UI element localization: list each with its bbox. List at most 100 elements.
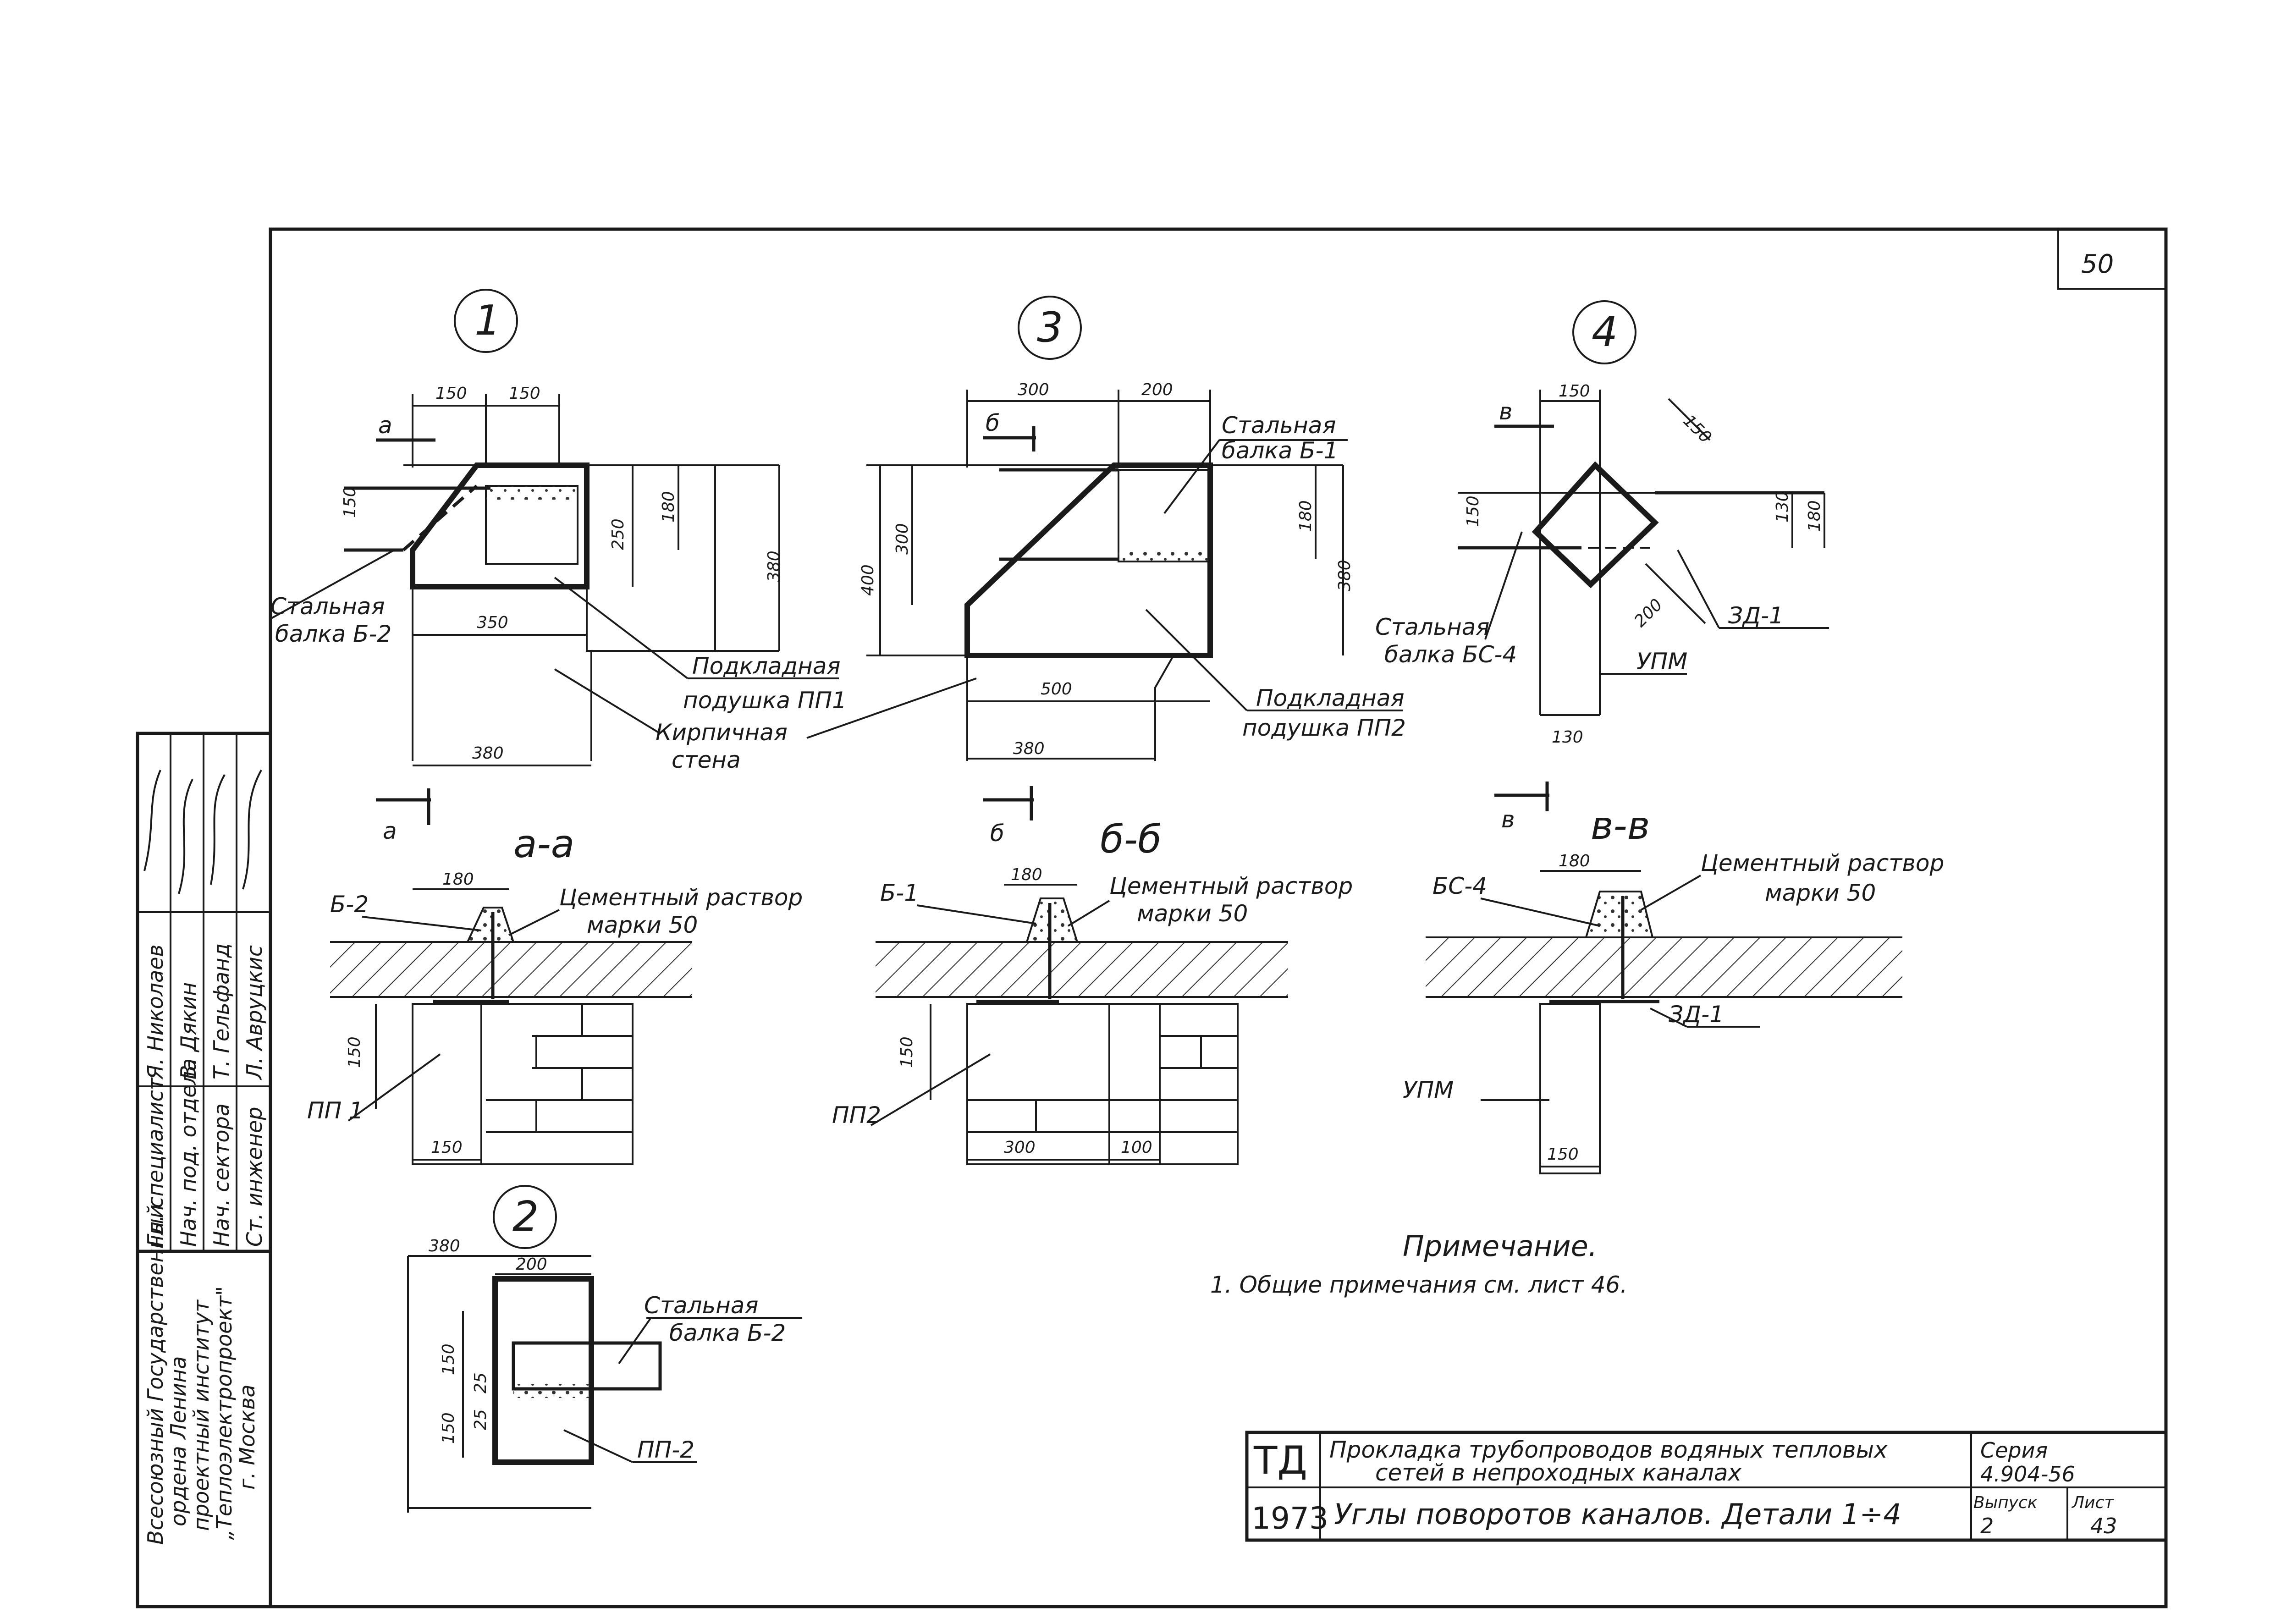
org-line-4: „Теплоэлектропроект" [212,1286,237,1540]
tb-year: 1973 [1251,1501,1328,1536]
tb-issue-label: Выпуск [1973,1493,2038,1512]
tb-issue-value: 2 [1980,1514,1994,1538]
detail-2-marker-circle [493,1185,557,1249]
detail-4-plate-label: ЗД-1 [1728,602,1784,629]
section-vv-dim-top: 180 [1559,852,1590,870]
detail-4-dim-diag2: 200 [1631,595,1666,631]
detail-1-wall-label-2: стена [672,747,741,773]
note-title: Примечание. [1403,1229,1598,1263]
detail-4-marker: 4 [1592,308,1618,356]
section-bb-mortar-1: Цементный раствор [1109,873,1353,899]
detail-2-dim-25b: 25 [471,1409,490,1430]
detail-1-dim-380h: 380 [472,744,504,763]
signature-4 [242,770,262,890]
section-bb-title: б-б [1100,817,1162,862]
detail-1: 1 150 150 а 150 250 180 380 350 [270,289,847,844]
position-1: Гл. специалист [143,1077,168,1247]
detail-3-section-mark-bottom: б [990,820,1004,847]
detail-1-dim-250: 250 [609,518,628,550]
detail-1-beam-label-1: Стальная [270,593,385,620]
name-2: В. Дякин [176,982,201,1079]
detail-3-pad-label-2: подушка ПП2 [1242,715,1406,741]
detail-2-dim-25a: 25 [471,1372,490,1393]
detail-1-pad-label-2: подушка ПП1 [683,687,847,714]
detail-3-beam-label-1: Стальная [1222,412,1336,439]
detail-2-beam-label-2: балка Б-2 [669,1320,786,1346]
section-bb-mortar-2: марки 50 [1137,900,1248,927]
section-vv: в-в 180 БС-4 Цементный раствор марки 50 … [1403,803,1944,1174]
detail-2-dim-380: 380 [429,1237,460,1255]
detail-1-wall-label-1: Кирпичная [656,719,788,746]
tb-series-label: Серия [1980,1438,2048,1463]
position-3: Нач. сектора [209,1103,234,1247]
detail-3-dim-380v: 380 [1335,560,1354,591]
position-2: Нач. под. отдела [176,1058,201,1247]
detail-4-dim-130v: 130 [1773,491,1792,523]
section-aa-pad: ПП 1 [307,1097,364,1124]
tb-code: ТД [1253,1438,1307,1483]
detail-1-dim-180: 180 [659,491,678,523]
detail-3-dim-500: 500 [1041,680,1072,699]
section-vv-title: в-в [1591,803,1650,848]
tb-title-1: Прокладка трубопроводов водяных тепловых [1329,1437,1888,1463]
section-bb-dim-w1: 300 [1004,1138,1036,1157]
detail-3-pad-label-1: Подкладная [1256,685,1405,711]
detail-1-marker: 1 [474,297,501,345]
section-vv-mortar-2: марки 50 [1765,880,1876,906]
detail-4-beam-label-1: Стальная [1375,614,1490,640]
org-line-5: г. Москва [235,1384,259,1490]
section-aa-dim-w: 150 [431,1138,463,1157]
position-4: Ст. инженер [242,1107,267,1247]
tb-title-2: сетей в непроходных каналах [1375,1459,1742,1486]
detail-1-section-mark-bottom: а [383,818,397,844]
detail-3-section-mark-top: б [986,410,1000,436]
detail-3: 3 300 200 б 400 300 180 380 500 380 Ста [806,296,1406,847]
detail-2-dim-150b: 150 [439,1412,458,1444]
detail-3-dim-top1: 300 [1018,380,1049,399]
org-line-3: проектный институт [189,1299,214,1531]
section-vv-dim-w: 150 [1547,1145,1579,1164]
section-aa-dim-top: 180 [442,870,474,889]
detail-4-section-mark-top: в [1499,398,1512,425]
detail-3-marker-circle [1018,296,1082,360]
detail-3-dim-300: 300 [893,523,912,555]
detail-4-dim-top: 150 [1559,382,1590,401]
section-bb-dim-w2: 100 [1121,1138,1152,1157]
detail-2-dim-200: 200 [516,1255,547,1274]
detail-3-dim-180: 180 [1296,500,1315,532]
approval-strip: Всесоюзный Государственный ордена Ленина… [138,733,270,1545]
detail-4-section-mark-bottom: в [1501,806,1515,833]
section-aa-dim-h: 150 [345,1036,364,1068]
org-line-2: ордена Ленина [166,1356,191,1526]
detail-2-pad-label: ПП-2 [637,1437,694,1463]
detail-1-section-mark-top: а [378,412,392,439]
detail-1-marker-circle [454,289,518,353]
detail-3-dim-400: 400 [859,564,877,596]
detail-4-dim-left: 150 [1464,495,1482,527]
section-bb-dim-h: 150 [898,1036,916,1068]
section-vv-beam: БС-4 [1432,873,1487,899]
detail-1-pad-label-1: Подкладная [692,653,841,679]
detail-4: 4 150 в 150 200 150 130 180 130 Стальная… [1375,300,1829,833]
title-block: ТД 1973 Прокладка трубопроводов водяных … [1245,1431,2168,1542]
sheet-number: 50 [2081,249,2114,279]
detail-4-beam-label-2: балка БС-4 [1384,641,1517,668]
detail-4-dim-130h: 130 [1552,728,1583,747]
name-3: Т. Гельфанд [209,943,234,1079]
detail-4-marker-circle [1572,300,1636,364]
org-line-1: Всесоюзный Государственный [143,1205,168,1545]
notes: Примечание. 1. Общие примечания см. лист… [1210,1229,1627,1298]
signature-2 [178,779,193,894]
detail-2-beam-label-1: Стальная [644,1292,759,1319]
sheet-number-box [2057,228,2167,290]
name-4: Л. Авруцкис [242,945,267,1080]
detail-4-upm-label: УПМ [1636,648,1687,675]
section-aa-mortar-1: Цементный раствор [559,884,803,911]
detail-4-dim-180v: 180 [1805,500,1824,532]
section-vv-mortar-1: Цементный раствор [1701,850,1944,876]
section-bb: б-б 180 Б-1 Цементный раствор марки 50 1… [832,817,1353,1165]
tb-series-value: 4.904-56 [1980,1462,2075,1486]
detail-1-dim-380v: 380 [765,551,783,582]
note-item-1: 1. Общие примечания см. лист 46. [1210,1272,1627,1298]
detail-3-marker: 3 [1037,303,1063,352]
